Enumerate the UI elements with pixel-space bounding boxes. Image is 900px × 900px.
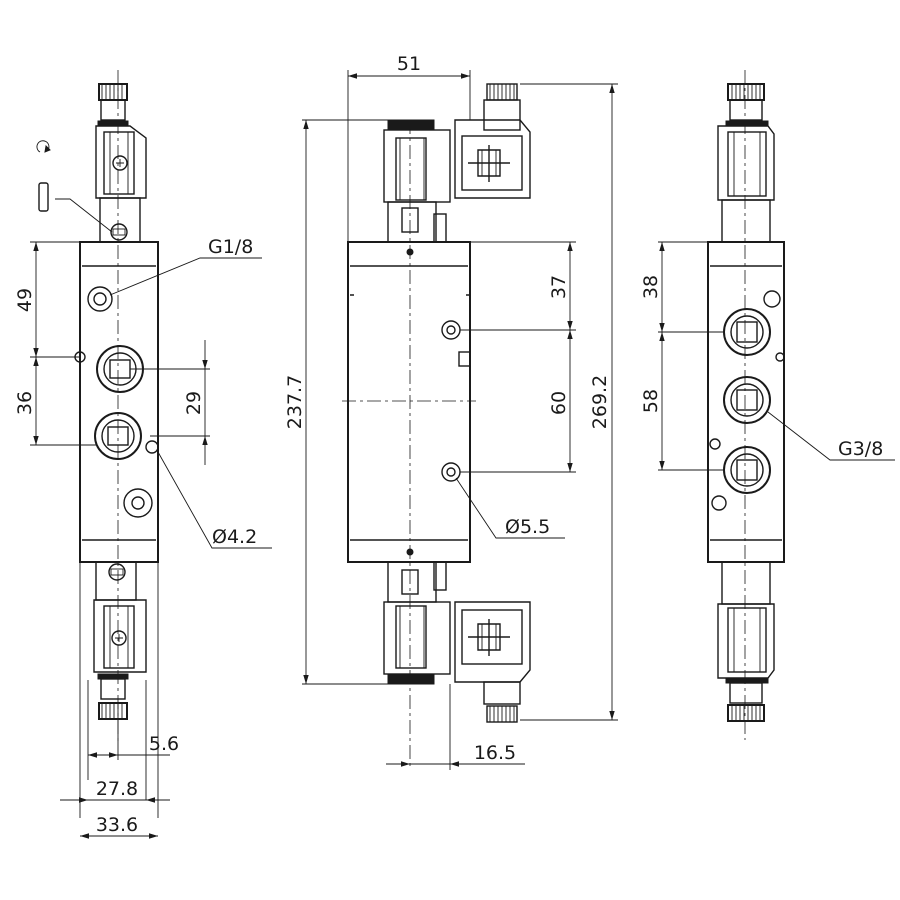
dimension-lines xyxy=(33,73,895,839)
dim-237-7: 237.7 xyxy=(284,375,306,429)
right-upper-solenoid xyxy=(717,125,775,243)
callout-hole-5-5: Ø5.5 xyxy=(505,516,550,538)
middle-lower-plug xyxy=(454,601,531,723)
middle-upper-solenoid xyxy=(383,119,451,243)
left-top-knob xyxy=(97,83,129,127)
right-lower-solenoid xyxy=(717,561,775,722)
dim-29: 29 xyxy=(183,391,205,415)
middle-upper-plug xyxy=(454,83,531,199)
dim-5-6: 5.6 xyxy=(149,733,179,755)
right-top-knob xyxy=(725,83,769,127)
dim-58: 58 xyxy=(640,389,662,413)
left-view xyxy=(30,70,210,818)
callout-labels: G1/8 G3/8 Ø4.2 Ø5.5 xyxy=(208,236,883,548)
right-view xyxy=(658,70,785,740)
middle-lower-solenoid xyxy=(383,561,451,685)
dim-36: 36 xyxy=(14,391,36,415)
callout-g38: G3/8 xyxy=(838,438,883,460)
dim-60: 60 xyxy=(548,391,570,415)
dim-33-6: 33.6 xyxy=(96,814,138,836)
dim-27-8: 27.8 xyxy=(96,778,138,800)
dim-269-2: 269.2 xyxy=(589,375,611,429)
dim-49: 49 xyxy=(14,288,36,312)
dim-38: 38 xyxy=(640,275,662,299)
left-upper-solenoid xyxy=(95,125,147,243)
middle-body xyxy=(342,120,476,770)
left-lower-solenoid xyxy=(93,561,147,720)
dim-16-5: 16.5 xyxy=(474,742,516,764)
dimension-labels: 51 237.7 269.2 37 60 49 36 29 38 58 5.6 … xyxy=(14,53,662,836)
callout-hole-4-2: Ø4.2 xyxy=(212,526,257,548)
dim-37: 37 xyxy=(548,275,570,299)
middle-view xyxy=(302,70,618,770)
dim-51: 51 xyxy=(397,53,421,75)
manual-override-symbol xyxy=(36,140,113,233)
right-body xyxy=(707,70,785,740)
callout-g18: G1/8 xyxy=(208,236,253,258)
